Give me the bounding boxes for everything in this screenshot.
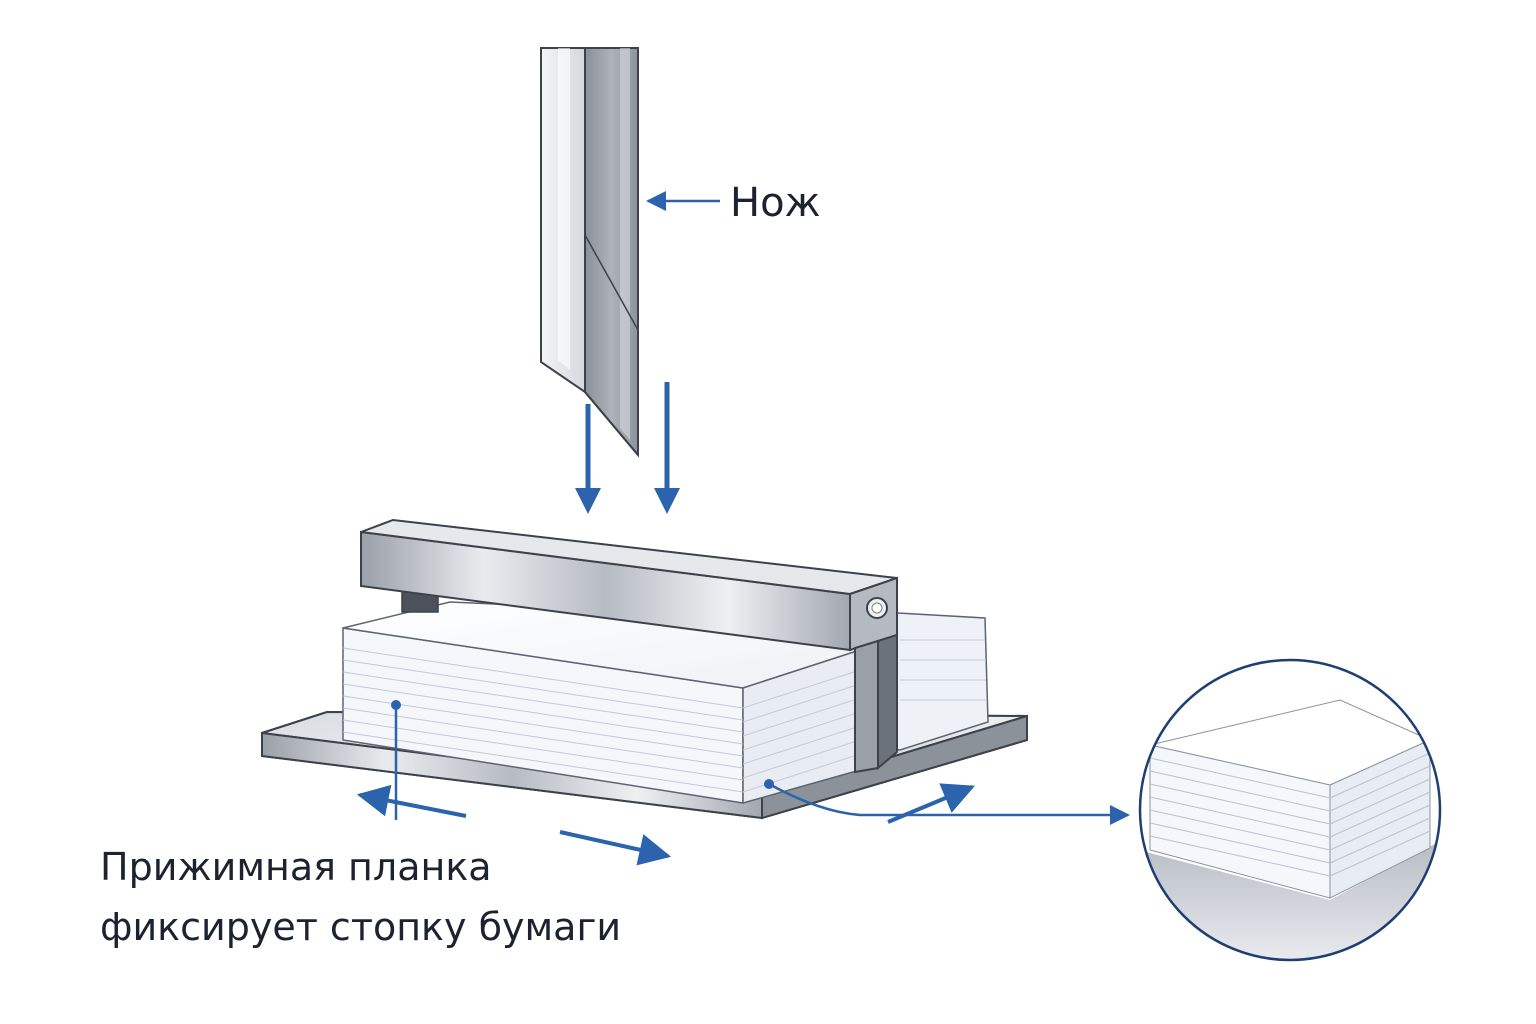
- zoom-detail-circle: [1138, 658, 1442, 962]
- clamp-bar: [360, 518, 898, 774]
- movement-arrows: [356, 783, 975, 866]
- zoom-callout-leader: [764, 779, 1130, 825]
- clamp-label-line2: фиксирует стопку бумаги: [100, 905, 621, 949]
- cut-direction-arrows: [575, 382, 680, 514]
- clamp-label-line1: Прижимная планка: [100, 845, 492, 889]
- knife-label: Нож: [730, 180, 821, 226]
- knife-blade: [540, 47, 639, 458]
